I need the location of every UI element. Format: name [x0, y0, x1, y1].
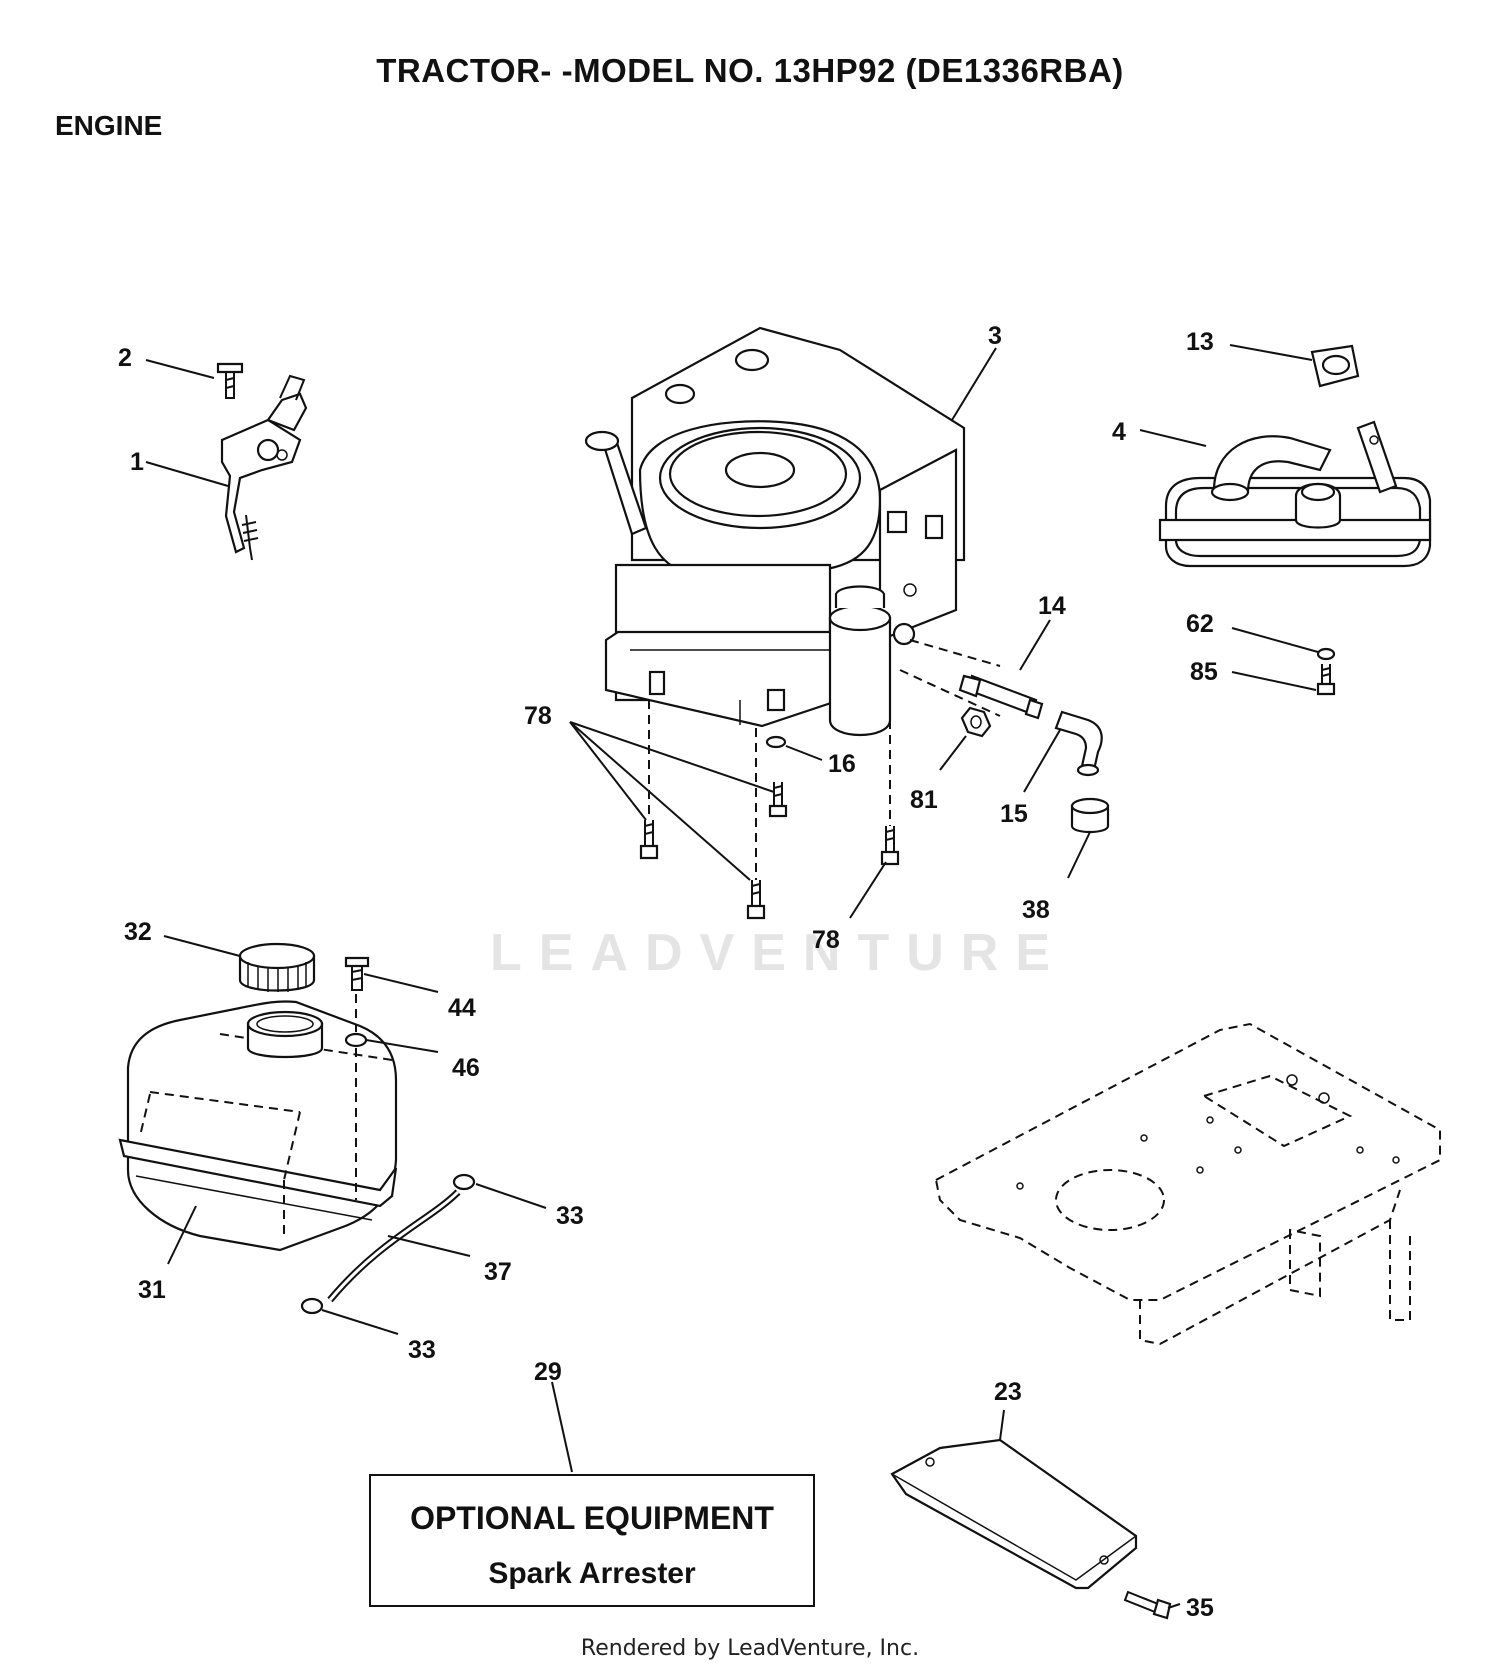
callout-81: 81 [910, 786, 938, 814]
optional-equipment-heading: OPTIONAL EQUIPMENT [410, 1500, 774, 1536]
engine-part [584, 326, 966, 737]
optional-equipment-item: Spark Arrester [488, 1557, 696, 1590]
drain-fitting-part [899, 639, 1110, 834]
leader-lines [145, 344, 1319, 1609]
fuel-tank-part [118, 942, 476, 1315]
optional-equipment-box: OPTIONAL EQUIPMENT Spark Arrester [369, 1474, 815, 1607]
page-title: TRACTOR- -MODEL NO. 13HP92 (DE1336RBA) [376, 52, 1124, 89]
throttle-control-part [216, 362, 308, 561]
callout-32: 32 [124, 918, 152, 946]
callout-78-b: 78 [812, 926, 840, 954]
callout-2: 2 [118, 344, 132, 372]
callout-13: 13 [1186, 328, 1214, 356]
callout-15: 15 [1000, 800, 1028, 828]
mounting-bolts-part [639, 700, 900, 920]
callout-4: 4 [1112, 418, 1126, 446]
callout-33-b: 33 [408, 1336, 436, 1364]
callout-23: 23 [994, 1378, 1022, 1406]
callout-62: 62 [1186, 610, 1214, 638]
callout-37: 37 [484, 1258, 512, 1286]
watermark: LEADVENTURE [490, 924, 1067, 982]
callout-14: 14 [1038, 592, 1066, 620]
tractor-frame-reference [934, 1022, 1441, 1346]
callout-3: 3 [988, 322, 1002, 350]
callout-29: 29 [534, 1358, 562, 1386]
callout-44: 44 [448, 994, 476, 1022]
callout-35: 35 [1186, 1594, 1214, 1622]
callout-38: 38 [1022, 896, 1050, 924]
callout-46: 46 [452, 1054, 480, 1082]
callout-33-a: 33 [556, 1202, 584, 1230]
callout-31: 31 [138, 1276, 166, 1304]
callout-16: 16 [828, 750, 856, 778]
section-label: ENGINE [55, 110, 163, 141]
callout-numbers: 2 1 3 4 13 14 15 16 78 78 81 38 62 85 32… [118, 322, 1218, 1622]
muffler-part [1158, 344, 1432, 696]
callout-85: 85 [1190, 658, 1218, 686]
spark-arrester-part [890, 1438, 1172, 1620]
callout-78-a: 78 [524, 702, 552, 730]
render-credit: Rendered by LeadVenture, Inc. [580, 1636, 920, 1661]
callout-1: 1 [130, 448, 144, 476]
